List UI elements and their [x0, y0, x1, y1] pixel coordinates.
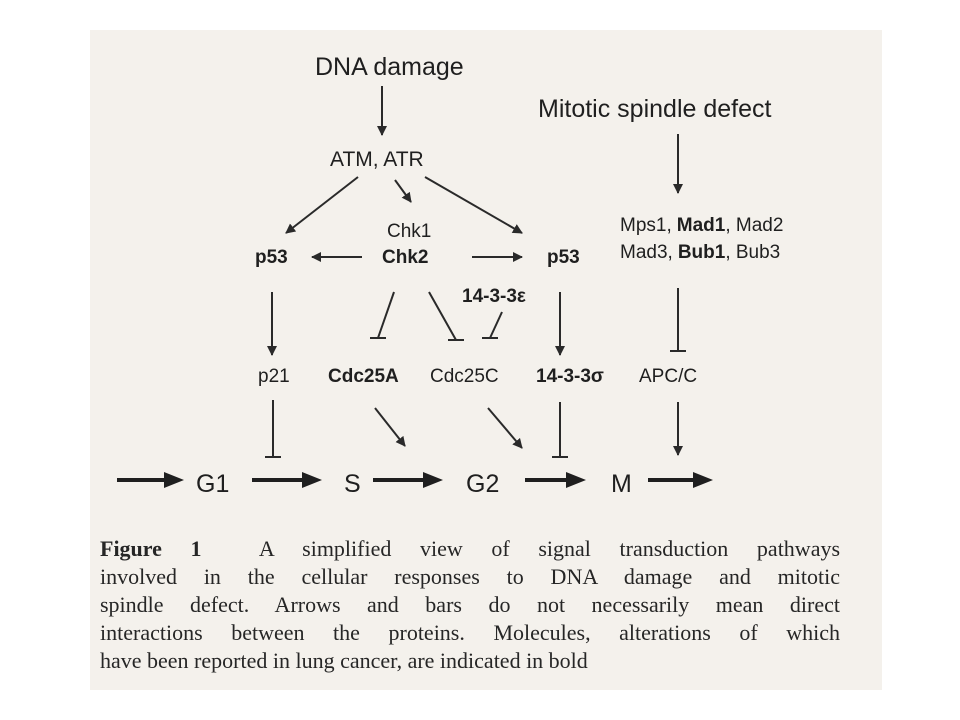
inhibit-chk-to-cdc25c [428, 291, 464, 341]
arrow-into-g1 [117, 472, 184, 488]
m-label: M [611, 470, 632, 498]
figure-caption: Figure 1 A simplified view of signal tra… [100, 535, 840, 675]
arrow-g1-to-s [252, 472, 322, 488]
cdc25c-label: Cdc25C [430, 366, 499, 387]
inhibit-chk-to-cdc25a [370, 291, 395, 339]
figure-label: Figure 1 [100, 536, 202, 561]
arrow-cdc25a-to-s [374, 407, 406, 447]
caption-line-4: interactions between the proteins. Molec… [100, 620, 840, 645]
inhibit-1433s-to-g2m [552, 402, 568, 458]
chk2-label: Chk2 [382, 247, 428, 268]
p53-right-label: p53 [547, 247, 580, 268]
p21-label: p21 [258, 366, 290, 387]
14-3-3s-label: 14-3-3σ [536, 366, 604, 387]
arrow-out-of-m [648, 472, 713, 488]
caption-line-5: have been reported in lung cancer, are i… [100, 648, 588, 673]
caption-line-1: Figure 1 A simplified view of signal tra… [100, 536, 841, 561]
cell-cycle-arrows [117, 472, 713, 488]
arrow-cdc25c-to-g2m [487, 407, 523, 449]
chk1-label: Chk1 [387, 221, 431, 242]
mitotic-spindle-defect-label: Mitotic spindle defect [538, 95, 772, 123]
s-label: S [344, 470, 361, 498]
mad-group-line1: Mps1,Mad1, Mad2 [620, 215, 783, 236]
cdc25a-label: Cdc25A [328, 366, 399, 387]
inhibit-p21-to-g1s [265, 400, 281, 458]
arrow-s-to-g2 [373, 472, 443, 488]
mad-group-line2: Mad3,Bub1, Bub3 [620, 242, 780, 263]
figure-page: DNA damage ATM, ATR Chk1 Chk2 p53 p53 14… [90, 30, 882, 690]
arrow-atm-to-chk [394, 179, 412, 203]
g2-label: G2 [466, 470, 499, 498]
apc-c-label: APC/C [639, 366, 697, 387]
caption-line-3: spindle defect. Arrows and bars do not n… [100, 592, 840, 617]
14-3-3e-label: 14-3-3ε [462, 286, 526, 307]
caption-line-2: involved in the cellular responses to DN… [100, 564, 840, 589]
inhibit-1433e-to-cdc25c [482, 311, 503, 339]
arrow-atm-to-p53-left [285, 176, 359, 234]
atm-atr-label: ATM, ATR [330, 148, 424, 171]
arrow-atm-to-p53-right [424, 176, 523, 234]
inhibit-mad-to-apcc [670, 288, 686, 352]
p53-left-label: p53 [255, 247, 288, 268]
dna-damage-label: DNA damage [315, 53, 464, 81]
arrow-g2-to-m [525, 472, 586, 488]
g1-label: G1 [196, 470, 229, 498]
pathway-diagram: DNA damage ATM, ATR Chk1 Chk2 p53 p53 14… [117, 53, 783, 498]
